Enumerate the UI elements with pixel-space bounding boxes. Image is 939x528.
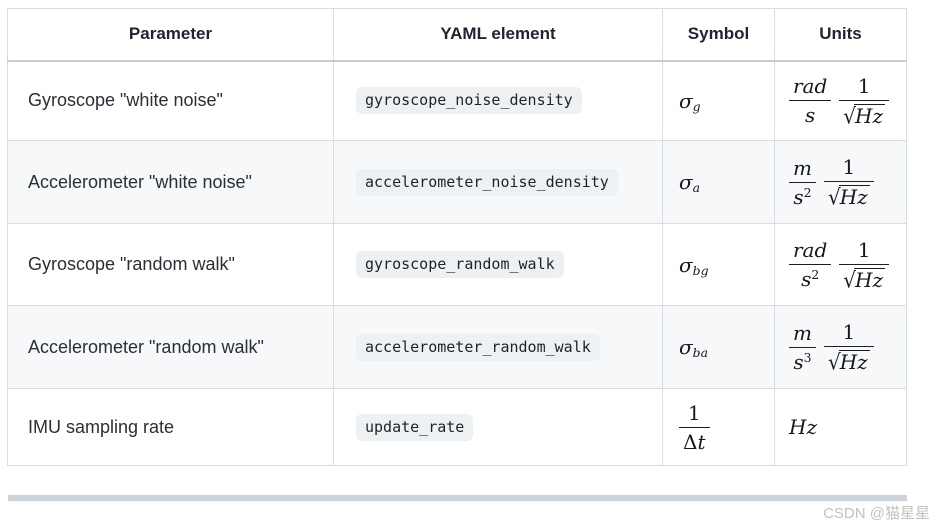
column-header-parameter: Parameter bbox=[7, 8, 334, 62]
yaml-code-pill: accelerometer_random_walk bbox=[356, 333, 600, 361]
units-cell: m s3 1 √Hz bbox=[774, 305, 907, 389]
parameter-name: Gyroscope "random walk" bbox=[7, 223, 334, 306]
units-cell: rad s 1 √Hz bbox=[774, 60, 907, 141]
delta-t-fraction: 1 Δt bbox=[679, 401, 710, 454]
yaml-element-cell: gyroscope_noise_density bbox=[333, 60, 663, 141]
table-row: Accelerometer "random walk" acceleromete… bbox=[7, 305, 907, 389]
csdn-watermark: CSDN @猫星星 bbox=[823, 505, 930, 522]
radical-sign: √ bbox=[843, 266, 857, 293]
units-fraction: m s3 bbox=[789, 321, 816, 374]
parameter-name: Gyroscope "white noise" bbox=[7, 60, 334, 141]
parameter-name: Accelerometer "random walk" bbox=[7, 305, 334, 389]
symbol-cell: σbg bbox=[662, 223, 775, 306]
sigma-symbol: σba bbox=[679, 335, 708, 361]
table-row: IMU sampling rate update_rate 1 Δt Hz bbox=[7, 388, 907, 466]
table-row: Gyroscope "random walk" gyroscope_random… bbox=[7, 223, 907, 306]
symbol-cell: σg bbox=[662, 60, 775, 141]
parameter-name: IMU sampling rate bbox=[7, 388, 334, 466]
radical-sign: √ bbox=[843, 102, 857, 129]
units-sqrt-fraction: 1 √Hz bbox=[839, 74, 890, 129]
table-row: Gyroscope "white noise" gyroscope_noise_… bbox=[7, 60, 907, 141]
yaml-element-cell: gyroscope_random_walk bbox=[333, 223, 663, 306]
units-sqrt-fraction: 1 √Hz bbox=[823, 320, 874, 375]
units-cell: rad s2 1 √Hz bbox=[774, 223, 907, 306]
column-header-yaml-element: YAML element bbox=[333, 8, 663, 62]
yaml-element-cell: accelerometer_noise_density bbox=[333, 140, 663, 224]
sigma-symbol: σa bbox=[679, 170, 701, 196]
units-fraction: rad s2 bbox=[789, 238, 832, 291]
horizontal-rule bbox=[8, 495, 907, 501]
units-sqrt-fraction: 1 √Hz bbox=[823, 155, 874, 210]
yaml-element-cell: update_rate bbox=[333, 388, 663, 466]
units-simple: Hz bbox=[789, 415, 817, 439]
units-sqrt-fraction: 1 √Hz bbox=[839, 238, 890, 293]
imu-parameters-table: Parameter YAML element Symbol Units Gyro… bbox=[7, 8, 907, 466]
units-cell: m s2 1 √Hz bbox=[774, 140, 907, 224]
yaml-element-cell: accelerometer_random_walk bbox=[333, 305, 663, 389]
symbol-cell: σba bbox=[662, 305, 775, 389]
radical-sign: √ bbox=[827, 349, 841, 375]
symbol-cell: σa bbox=[662, 140, 775, 224]
parameter-name: Accelerometer "white noise" bbox=[7, 140, 334, 224]
yaml-code-pill: update_rate bbox=[356, 413, 474, 441]
units-cell: Hz bbox=[774, 388, 907, 466]
sigma-symbol: σg bbox=[679, 88, 701, 115]
yaml-code-pill: accelerometer_noise_density bbox=[356, 168, 618, 196]
table-row: Accelerometer "white noise" acceleromete… bbox=[7, 140, 907, 224]
column-header-symbol: Symbol bbox=[662, 8, 775, 62]
units-fraction: rad s bbox=[789, 74, 832, 127]
yaml-code-pill: gyroscope_noise_density bbox=[356, 87, 582, 115]
header-row: Parameter YAML element Symbol Units bbox=[7, 8, 907, 62]
column-header-units: Units bbox=[774, 8, 907, 62]
radical-sign: √ bbox=[827, 184, 841, 210]
sigma-symbol: σbg bbox=[679, 252, 709, 278]
units-fraction: m s2 bbox=[789, 156, 816, 209]
yaml-code-pill: gyroscope_random_walk bbox=[356, 251, 564, 278]
symbol-cell: 1 Δt bbox=[662, 388, 775, 466]
